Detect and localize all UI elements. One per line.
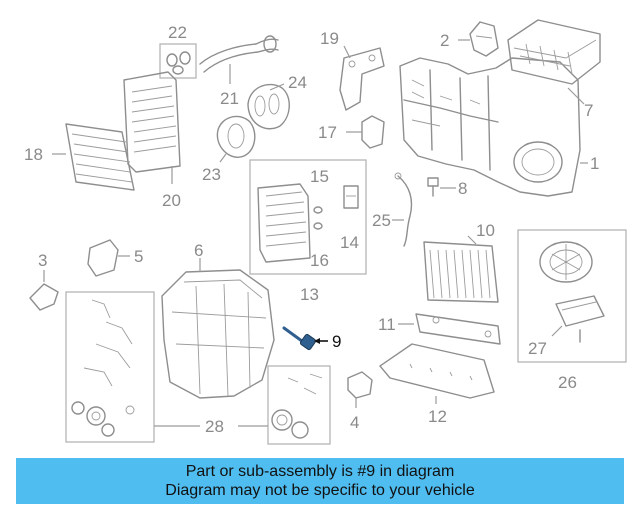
callout-11: 11 [378,315,396,334]
part-13-box: 15 14 16 13 [249,159,367,304]
part-28-box-left [65,291,155,443]
callout-4: 4 [350,413,359,432]
part-12-panel: 12 [379,343,495,426]
part-23-seal: 23 [202,115,256,184]
callout-25: 25 [372,211,391,230]
callout-27: 27 [528,339,547,358]
callout-5: 5 [134,247,143,266]
callout-15: 15 [310,167,329,186]
callout-28: 28 [205,417,224,436]
part-2-bracket: 2 [440,21,499,57]
callout-1: 1 [590,154,599,173]
callout-14: 14 [340,233,359,252]
part-24-gasket: 24 [247,73,307,130]
callout-7: 7 [584,101,593,120]
part-18-evaporator: 18 [24,123,135,191]
callout-20: 20 [162,191,181,210]
part-3-bracket: 3 [29,251,59,311]
part-26-box: 27 26 [517,229,627,392]
info-banner: Part or sub-assembly is #9 in diagram Di… [16,458,624,504]
callout-17: 17 [318,123,337,142]
callout-2: 2 [440,31,449,50]
callout-10: 10 [476,221,495,240]
callout-9: 9 [332,332,341,351]
banner-line-1: Part or sub-assembly is #9 in diagram [185,463,455,480]
callout-18: 18 [24,145,43,164]
callout-19: 19 [320,29,339,48]
part-10-filter: 10 [423,221,499,303]
part-1-hvac-housing [399,57,581,197]
banner-line-2: Diagram may not be specific to your vehi… [165,482,475,499]
callout-6: 6 [194,241,203,260]
callout-26: 26 [558,373,577,392]
part-4-clip: 4 [347,371,373,432]
part-7-duct: 7 [507,19,601,120]
part-22-grommets: 22 [159,23,197,79]
part-28-box-right [267,365,331,445]
part-1-leader: 1 [580,154,599,173]
callout-16: 16 [310,251,329,270]
part-11-bracket: 11 [378,313,501,345]
parts-diagram: 1 2 7 19 17 8 25 [24,19,627,445]
callout-21: 21 [220,89,239,108]
part-19-bracket: 19 [320,29,385,111]
callout-22: 22 [168,23,187,42]
part-25-hose: 25 [372,172,413,247]
callout-13: 13 [300,285,319,304]
part-8-bolt: 8 [427,177,467,198]
callout-23: 23 [202,165,221,184]
part-9-bolt-highlighted: 9 [282,326,341,351]
part-6-lower-housing: 6 [161,241,275,399]
part-21-pipes: 21 [199,35,279,108]
part-5-actuator: 5 [87,239,143,277]
part-17-actuator: 17 [318,115,385,149]
callout-24: 24 [288,73,307,92]
callout-3: 3 [38,251,47,270]
callout-8: 8 [458,179,467,198]
part-28-leader: 28 [154,417,268,436]
callout-12: 12 [428,407,447,426]
